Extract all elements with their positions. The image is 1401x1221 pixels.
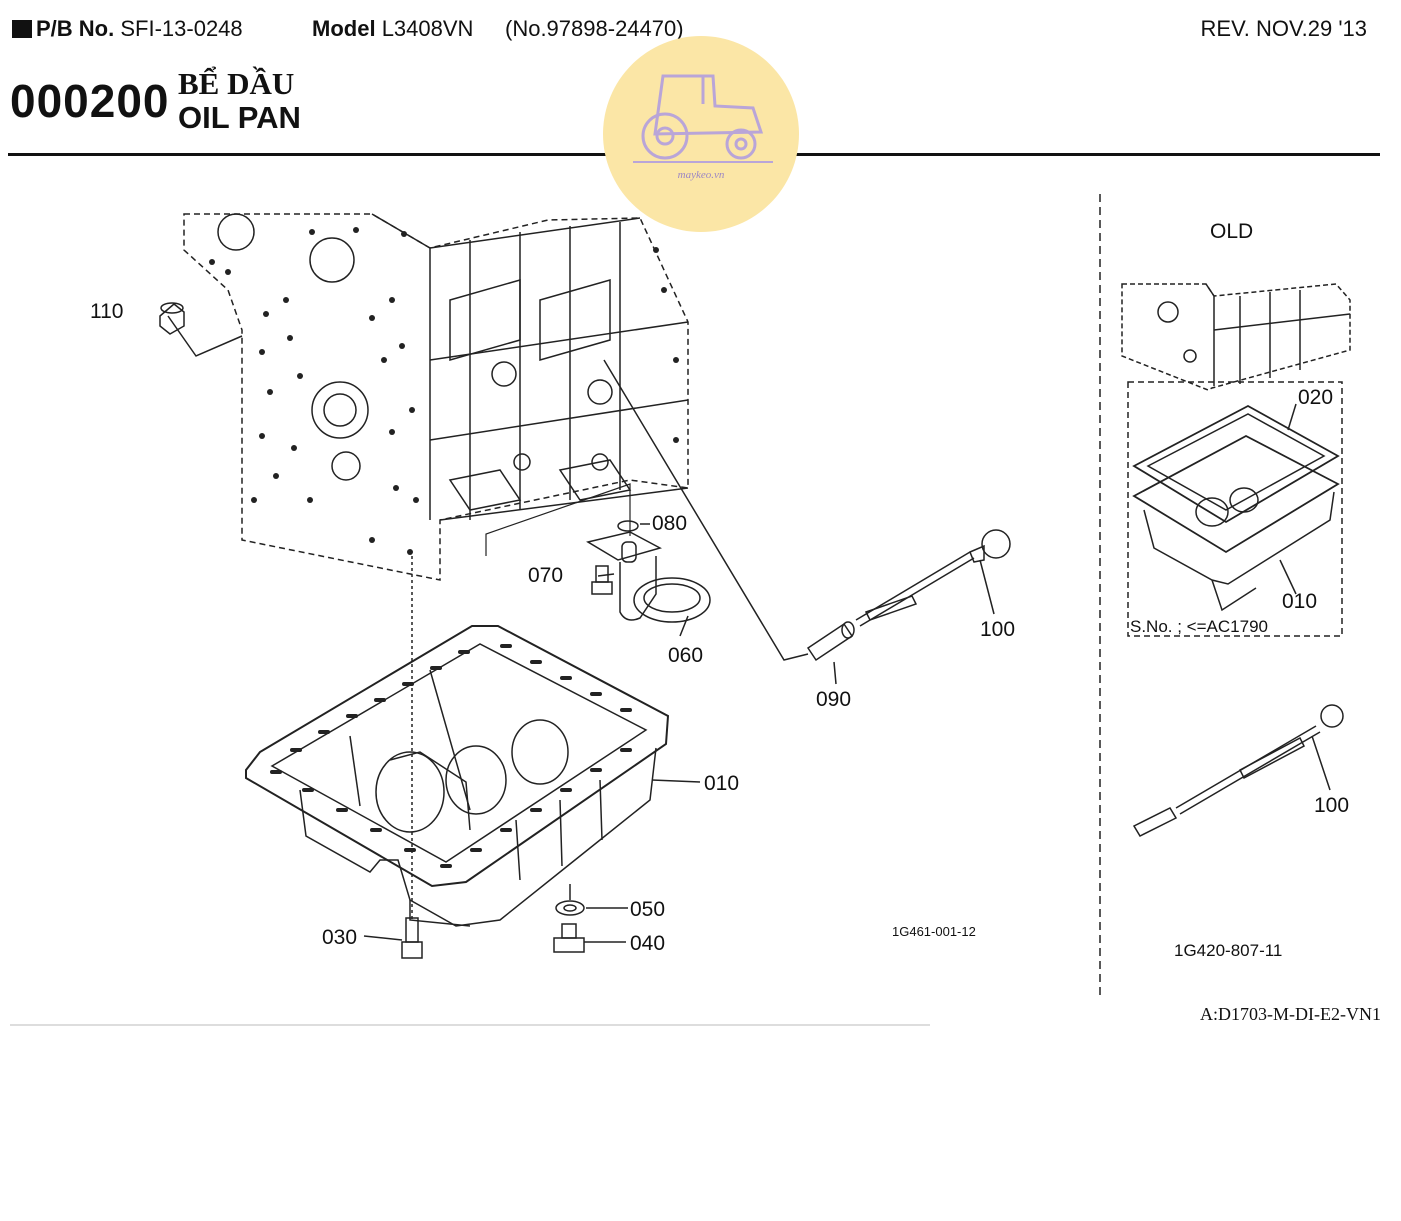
section-title-en: OIL PAN [178, 100, 301, 135]
part-070-bolt [591, 565, 613, 595]
old-part-020-gasket [1132, 404, 1340, 524]
section-title-vn: BỂ DẦU [178, 66, 295, 101]
old-detail-box [1127, 381, 1343, 637]
part-090-guide [806, 621, 855, 662]
section-code: 000200 [10, 75, 170, 127]
model-info: Model L3408VN [312, 16, 474, 41]
label-090: 090 [816, 688, 851, 711]
part-010-oil-pan [245, 625, 670, 927]
drawing-ref-old: 1G420-807-11 [1174, 941, 1282, 960]
label-110: 110 [90, 300, 123, 323]
part-060-strainer [586, 531, 711, 623]
label-070: 070 [528, 564, 563, 587]
part-040-drain-plug [553, 923, 585, 953]
part-110-plug [159, 302, 185, 335]
engine-block [183, 213, 689, 581]
part-080-o-ring [617, 520, 639, 532]
label-050: 050 [630, 898, 665, 921]
old-panel-title: OLD [1210, 220, 1253, 243]
serial-range: (No.97898-24470) [505, 16, 684, 41]
old-label-010: 010 [1282, 590, 1317, 613]
old-serial-note: S.No. ; <=AC1790 [1130, 617, 1268, 636]
label-080: 080 [652, 512, 687, 535]
label-030: 030 [322, 926, 357, 949]
part-050-washer [555, 900, 585, 916]
logo-text: maykeo.vn [678, 169, 725, 181]
label-010: 010 [704, 772, 739, 795]
tractor-icon: maykeo.vn [633, 74, 773, 181]
old-engine-block [1121, 283, 1351, 391]
logo-watermark: maykeo.vn [603, 36, 799, 232]
square-bullet-icon [12, 20, 32, 38]
old-part-100-dipstick [1132, 704, 1344, 837]
part-030-bolt [401, 917, 423, 959]
old-label-100: 100 [1314, 794, 1349, 817]
part-100-dipstick [855, 529, 1011, 627]
old-part-010-oil-pan [1132, 403, 1340, 612]
doc-code: A:D1703-M-DI-E2-VN1 [1200, 1004, 1381, 1024]
label-040: 040 [630, 932, 665, 955]
drawing-ref-main: 1G461-001-12 [892, 924, 976, 939]
bottom-rule [10, 1024, 930, 1026]
label-100: 100 [980, 618, 1015, 641]
label-060: 060 [668, 644, 703, 667]
pb-number: P/B No. SFI-13-0248 [12, 16, 243, 42]
parts-diagram: 110 080 070 060 100 090 010 050 040 030 … [90, 194, 1351, 1000]
old-label-020: 020 [1298, 386, 1333, 409]
revision-date: REV. NOV.29 '13 [1200, 16, 1367, 41]
